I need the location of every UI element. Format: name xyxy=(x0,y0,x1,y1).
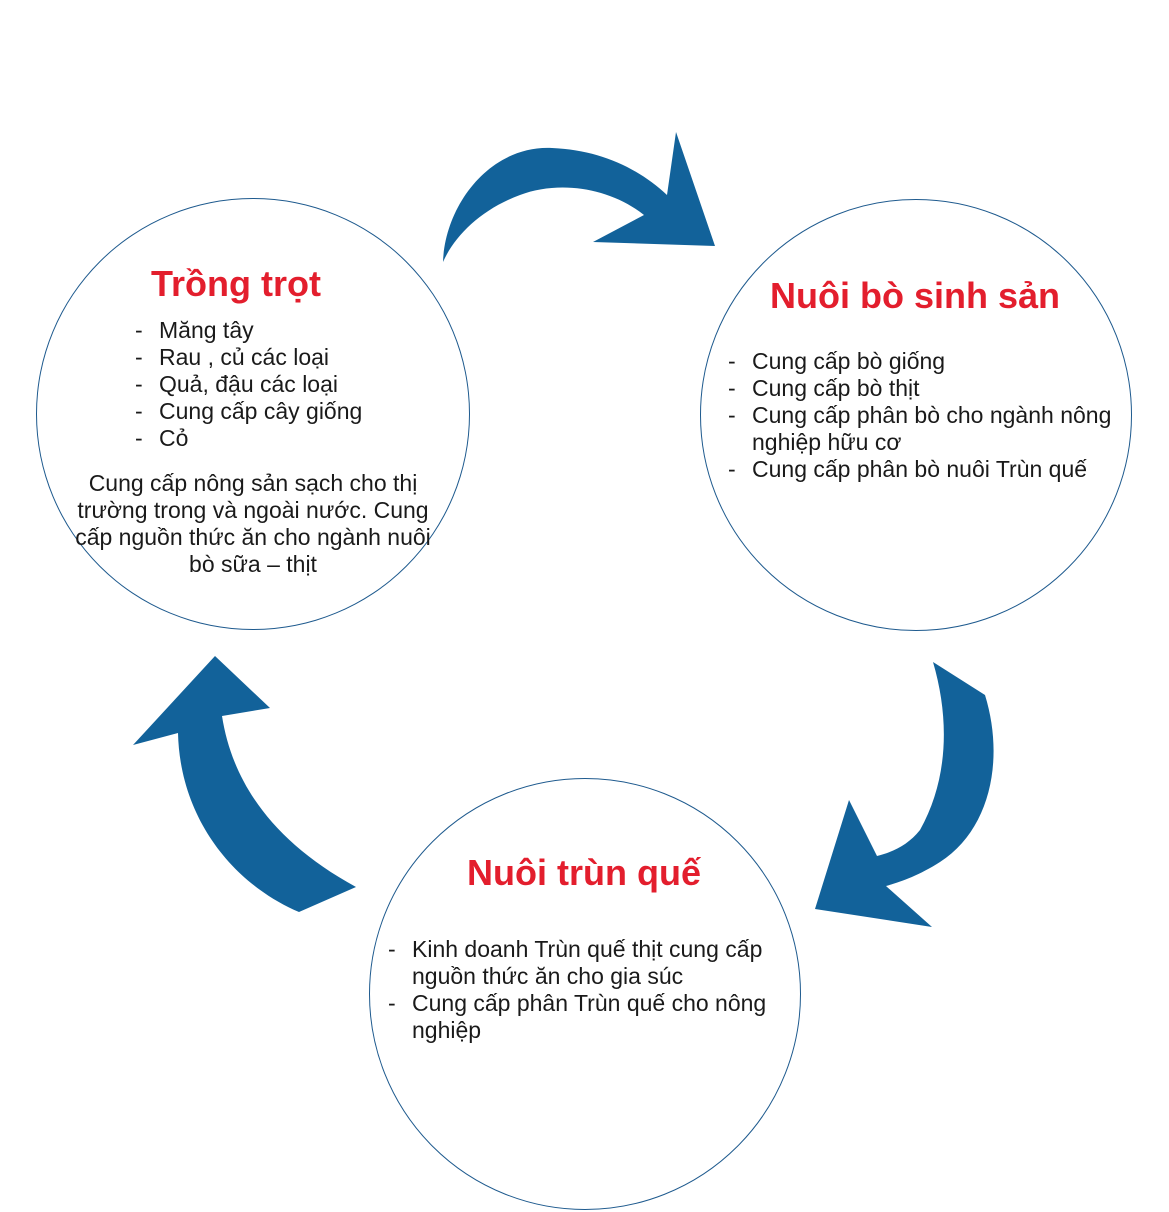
title-nuoi-bo: Nuôi bò sinh sản xyxy=(769,275,1060,316)
list-item: Cung cấp phân Trùn quế cho nông nghiệp xyxy=(388,990,783,1044)
cycle-arrow-right xyxy=(815,662,994,927)
paragraph-trong-trot: Cung cấp nông sản sạch cho thị trường tr… xyxy=(75,470,431,577)
list-item: Kinh doanh Trùn quế thịt cung cấp nguồn … xyxy=(388,936,783,990)
list-item: Măng tây xyxy=(135,317,455,344)
list-item: Cung cấp cây giống xyxy=(135,398,455,425)
title-nuoi-trun: Nuôi trùn quế xyxy=(467,852,701,893)
list-trong-trot: Măng tây Rau , củ các loại Quả, đậu các … xyxy=(135,317,455,452)
list-nuoi-trun: Kinh doanh Trùn quế thịt cung cấp nguồn … xyxy=(388,936,783,1044)
list-item: Quả, đậu các loại xyxy=(135,371,455,398)
list-item: Cung cấp phân bò nuôi Trùn quế xyxy=(728,456,1113,483)
cycle-arrow-top xyxy=(443,132,715,262)
list-item: Rau , củ các loại xyxy=(135,344,455,371)
title-trong-trot: Trồng trọt xyxy=(151,263,321,304)
list-nuoi-bo: Cung cấp bò giống Cung cấp bò thịt Cung … xyxy=(728,348,1113,483)
list-item: Cung cấp phân bò cho ngành nông nghiệp h… xyxy=(728,402,1113,456)
list-item: Cỏ xyxy=(135,425,455,452)
list-item: Cung cấp bò thịt xyxy=(728,375,1113,402)
cycle-arrow-left xyxy=(133,656,356,912)
list-item: Cung cấp bò giống xyxy=(728,348,1113,375)
